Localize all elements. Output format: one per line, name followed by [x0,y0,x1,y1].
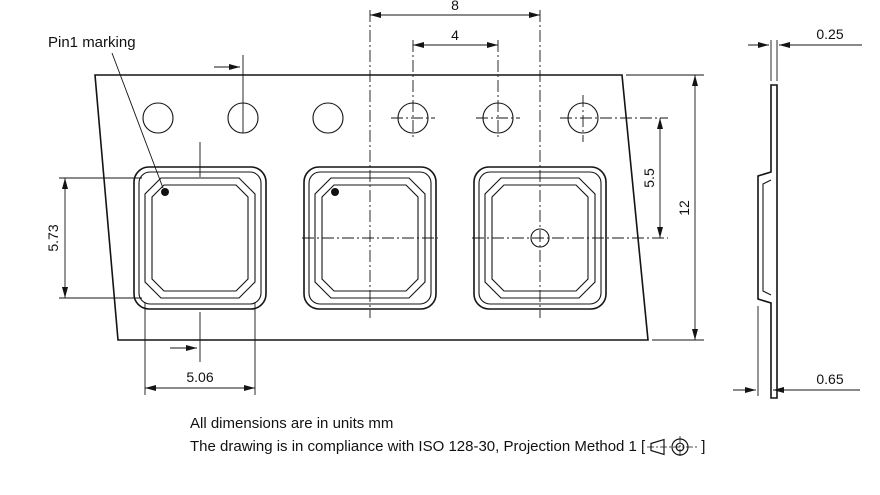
dimension-value: 12 [676,200,692,216]
pocket-1 [133,166,267,310]
dimension-hole-to-pocket: 5.5 [641,118,663,238]
first-angle-projection-icon [647,435,700,458]
dimension-pocket-length: 5.73 [45,177,142,299]
side-profile [757,84,778,399]
component-outline [314,177,426,299]
section-cut-indicators [170,55,244,362]
pocket-2 [303,166,437,310]
pin1-label-group: Pin1 marking [48,34,164,189]
centerlines [302,10,668,318]
pin1-marking-dot [331,188,339,196]
component-outline [484,177,596,299]
note-units: All dimensions are in units mm [190,412,705,435]
pocket-3 [473,166,607,310]
dimension-pocket-width: 5.06 [144,302,256,395]
note-compliance-prefix: The drawing is in compliance with ISO 12… [190,438,646,455]
component-inner-outline [491,184,589,292]
sprocket-holes [142,102,599,134]
dimension-pocket-depth: 0.65 [733,306,860,396]
note-units-text: All dimensions are in units mm [190,415,394,432]
sprocket-hole [142,102,174,134]
dimension-value: 5.06 [186,369,213,385]
note-compliance: The drawing is in compliance with ISO 12… [190,435,705,458]
pocket-outline [303,166,437,310]
dimension-value: 5.73 [45,224,61,251]
dimension-tape-width: 12 [626,74,704,341]
sprocket-hole [312,102,344,134]
dimension-pocket-pitch: 8 [370,0,540,18]
dimension-value: 0.25 [816,26,843,42]
component-inner-outline [151,184,249,292]
pocket-inner-outline [478,171,602,305]
component-outline [144,177,256,299]
pocket-inner-surface [762,179,772,296]
pin1-leader-line [111,52,164,189]
tape-top-view [94,74,649,341]
dimension-sprocket-pitch: 4 [413,27,498,48]
dimension-value: 4 [451,27,459,43]
pin1-label: Pin1 marking [48,34,136,51]
component-inner-outline [321,184,419,292]
dimension-value: 8 [451,0,459,13]
pocket-center-hole [530,228,550,248]
pocket-outline [133,166,267,310]
dimension-tape-thickness: 0.25 [748,26,862,81]
tape-side-view [757,84,778,399]
note-compliance-suffix: ] [701,438,706,455]
dimension-value: 0.65 [816,371,843,387]
drawing-notes: All dimensions are in units mm The drawi… [190,412,705,458]
pin1-marking-dot [161,188,169,196]
dimension-value: 5.5 [641,168,657,188]
tape-outline [94,74,649,341]
pocket-outline [473,166,607,310]
pocket-inner-outline [308,171,432,305]
